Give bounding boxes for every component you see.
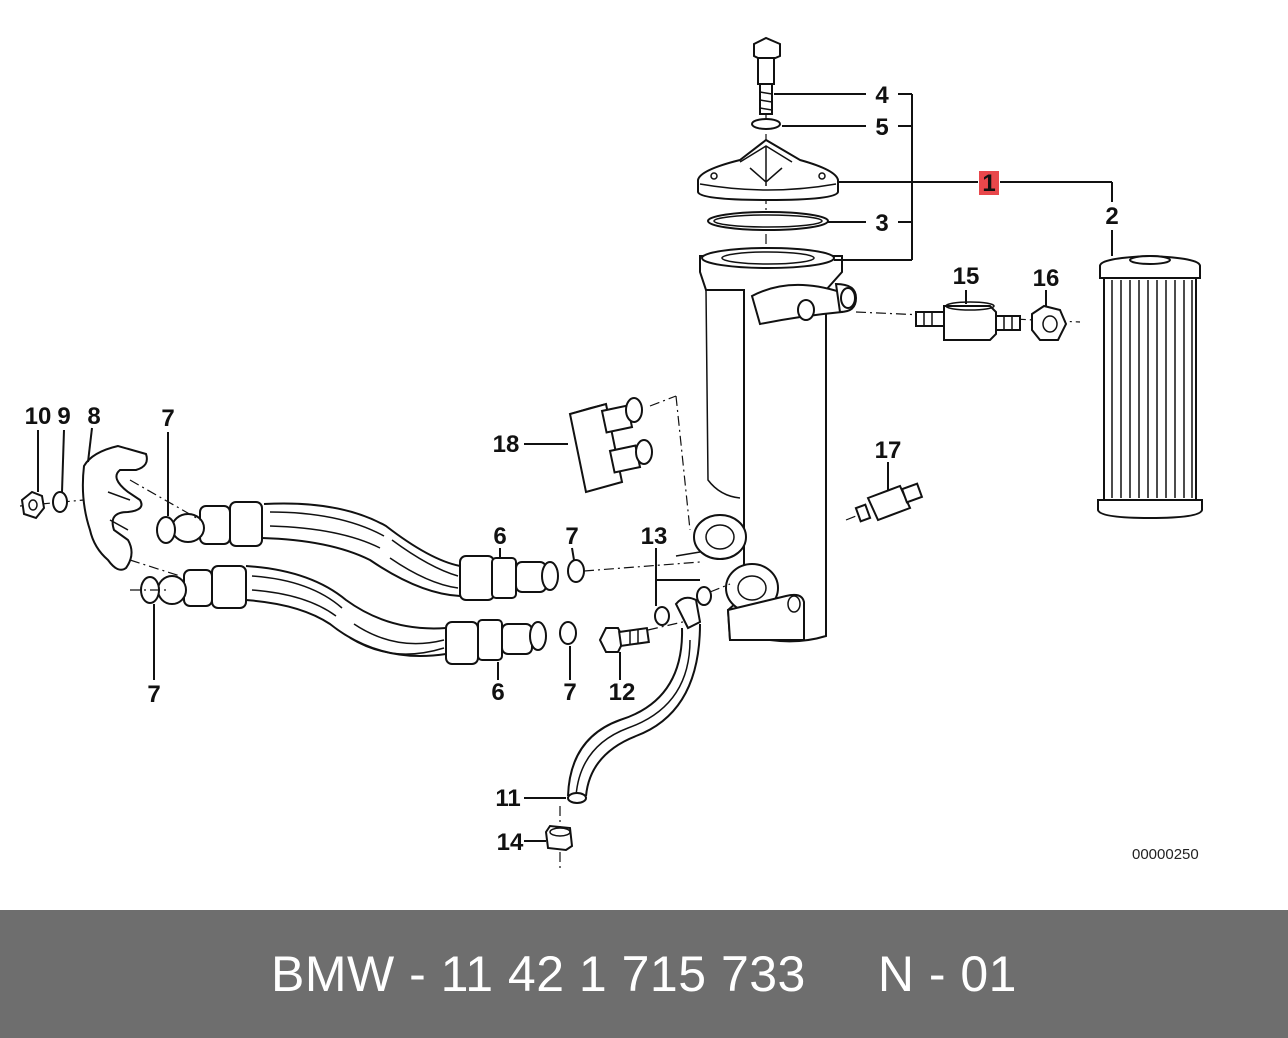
banjo-bolt-part [598, 626, 650, 653]
callout-highlight [979, 171, 999, 195]
callout-12[interactable]: 12 [609, 679, 636, 706]
nut-10-part [20, 490, 46, 520]
callout-9[interactable]: 9 [57, 403, 70, 430]
washer-part [751, 118, 781, 130]
o-ring-7c-part [559, 621, 577, 645]
nut-part [1031, 304, 1068, 341]
filter-element-part [1097, 254, 1203, 520]
filter-housing-part [693, 247, 858, 643]
o-ring-7a-part [567, 559, 585, 583]
callout-11[interactable]: 11 [495, 785, 520, 812]
callout-5[interactable]: 5 [875, 114, 888, 141]
callout-8[interactable]: 8 [87, 403, 100, 430]
stud-part [915, 301, 1021, 341]
callout-17[interactable]: 17 [875, 437, 902, 464]
hose-clamp-part [544, 824, 574, 852]
callout-14[interactable]: 14 [497, 829, 524, 856]
upper-hose-part [156, 501, 559, 601]
callout-labels: 1 2 3 4 5 6 6 7 7 7 7 8 9 10 11 12 13 14… [25, 82, 1119, 856]
oil-sensor-part [854, 482, 924, 523]
callout-6-upper[interactable]: 6 [493, 523, 506, 550]
callout-7-lower-right[interactable]: 7 [563, 679, 576, 706]
washer-13b-part [696, 586, 712, 606]
washer-13a-part [654, 606, 670, 626]
callout-4[interactable]: 4 [875, 82, 889, 109]
footer-bar: BMW - 11 42 1 715 733 N - 01 [0, 910, 1288, 1038]
callout-15[interactable]: 15 [953, 263, 980, 290]
parts-diagram: 1 2 3 4 5 6 6 7 7 7 7 8 9 10 11 12 13 14… [19, 36, 1203, 872]
callout-13[interactable]: 13 [641, 523, 668, 550]
callout-18[interactable]: 18 [493, 431, 520, 458]
lower-hose-part [157, 565, 547, 665]
callout-3[interactable]: 3 [875, 210, 888, 237]
callout-6-lower[interactable]: 6 [491, 679, 504, 706]
drain-hose-part [567, 596, 702, 804]
adapter-block-part [568, 397, 653, 494]
callout-10[interactable]: 10 [25, 403, 52, 430]
callout-16[interactable]: 16 [1033, 265, 1060, 292]
bracket-part [81, 444, 148, 571]
washer-9-part [52, 491, 68, 513]
footer-part-info: BMW - 11 42 1 715 733 N - 01 [271, 946, 1017, 1002]
callout-7-top-left[interactable]: 7 [161, 405, 174, 432]
callout-2[interactable]: 2 [1105, 203, 1118, 230]
callout-1[interactable]: 1 [982, 170, 995, 197]
callout-7-bottom-left[interactable]: 7 [147, 681, 160, 708]
bolt-part [753, 36, 781, 115]
diagram-reference-code: 00000250 [1132, 846, 1199, 863]
leader-lines [37, 93, 1113, 842]
housing-cover-part [697, 138, 839, 202]
callout-7-upper-right[interactable]: 7 [565, 523, 578, 550]
